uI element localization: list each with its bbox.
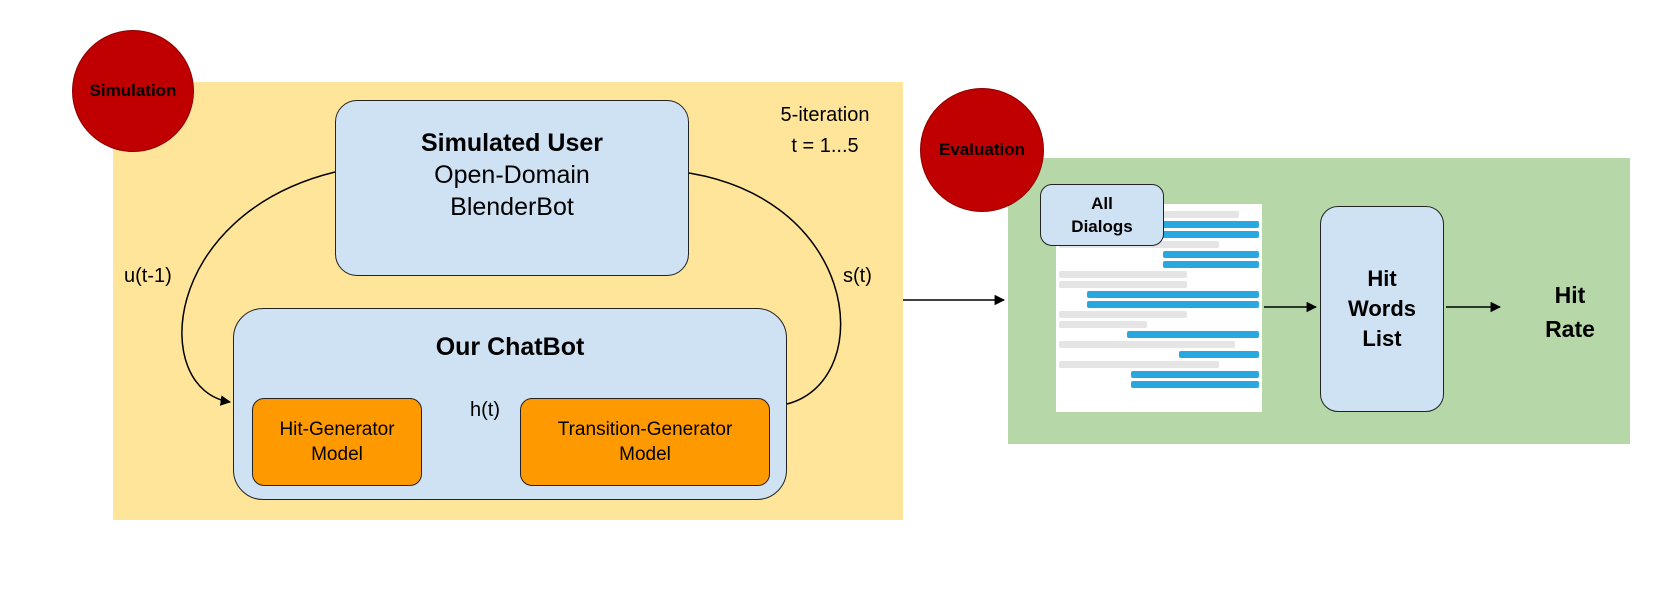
iteration-label: 5-iteration	[780, 104, 870, 126]
iteration-range: t = 1...5	[791, 135, 859, 157]
chat-bubble	[1127, 331, 1259, 338]
chat-bubble	[1059, 281, 1187, 288]
simulation-badge: Simulation	[72, 30, 194, 152]
chat-bubble	[1087, 291, 1259, 298]
hit-rate-label: Hit Rate	[1545, 282, 1595, 342]
simulated-user-box: Simulated User Open-Domain BlenderBot	[335, 100, 689, 276]
transition-generator-box: Transition-Generator Model	[520, 398, 770, 486]
edge-label-hit: h(t)	[470, 399, 500, 421]
chatbot-title: Our ChatBot	[435, 333, 585, 361]
chat-bubble	[1135, 221, 1259, 228]
iteration-note: 5-iteration t = 1...5	[760, 100, 890, 162]
chat-bubble	[1131, 381, 1259, 388]
chat-bubble	[1059, 321, 1147, 328]
all-dialogs-box: All Dialogs	[1040, 184, 1164, 246]
chat-bubble	[1179, 351, 1259, 358]
chat-bubble	[1087, 301, 1259, 308]
evaluation-badge: Evaluation	[920, 88, 1044, 212]
edge-label-user-to-bot: u(t-1)	[124, 265, 172, 287]
chat-bubble	[1131, 371, 1259, 378]
simulation-badge-label: Simulation	[89, 81, 177, 100]
chat-bubble	[1059, 271, 1187, 278]
chat-bubble	[1163, 261, 1259, 268]
arrow-chatbot-to-user	[662, 165, 842, 405]
chat-bubble	[1159, 211, 1239, 218]
edge-label-bot-to-user: s(t)	[843, 265, 872, 287]
hit-words-list-box: Hit Words List	[1320, 206, 1444, 412]
simulated-user-line2: BlenderBot	[450, 193, 574, 221]
chat-bubble	[1135, 231, 1259, 238]
chat-bubble	[1163, 251, 1259, 258]
simulated-user-title: Simulated User	[420, 129, 603, 157]
evaluation-badge-label: Evaluation	[939, 140, 1025, 159]
chat-bubble	[1059, 311, 1187, 318]
hit-generator-box: Hit-Generator Model	[252, 398, 422, 486]
chat-bubble	[1059, 341, 1235, 348]
arrow-user-to-chatbot	[181, 171, 336, 406]
chat-bubble	[1059, 361, 1219, 368]
simulated-user-line1: Open-Domain	[434, 161, 590, 189]
